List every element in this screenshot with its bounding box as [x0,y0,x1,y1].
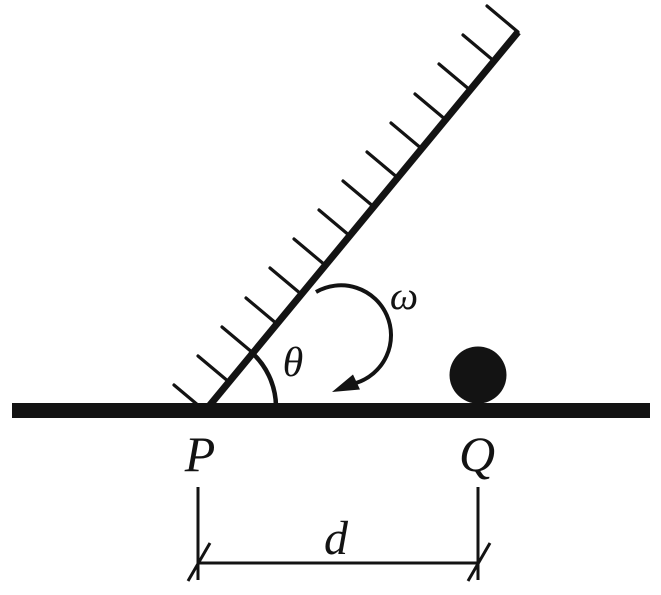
theta-angle-arc [248,349,279,407]
hatch-mark [317,208,352,238]
hatch-mark [437,62,472,92]
hatch-mark [244,296,279,326]
hatch-mark [341,179,376,209]
dimension-group [186,487,492,582]
label-distance-d: d [324,512,349,565]
omega-rotation-arrow [315,283,393,385]
label-angular-velocity-omega: ω [390,273,418,318]
rod-hatching [172,4,520,413]
hatch-mark [413,92,448,122]
hatch-mark [220,325,255,355]
hatch-mark [268,266,303,296]
dimension-tick-left [186,542,212,582]
hatch-mark [485,4,520,34]
label-point-q: Q [459,426,495,482]
ball [449,346,507,404]
dimension-tick-right [466,542,492,582]
label-pivot-p: P [184,426,216,482]
hatch-mark [196,354,231,384]
hatch-mark [461,33,496,63]
hatch-mark [389,121,424,151]
label-angle-theta: θ [283,340,304,386]
ground-line [12,403,650,418]
omega-arrowhead [332,374,360,392]
hatch-mark [365,150,400,180]
hatch-mark [292,237,327,267]
rotating-rod [202,29,521,414]
